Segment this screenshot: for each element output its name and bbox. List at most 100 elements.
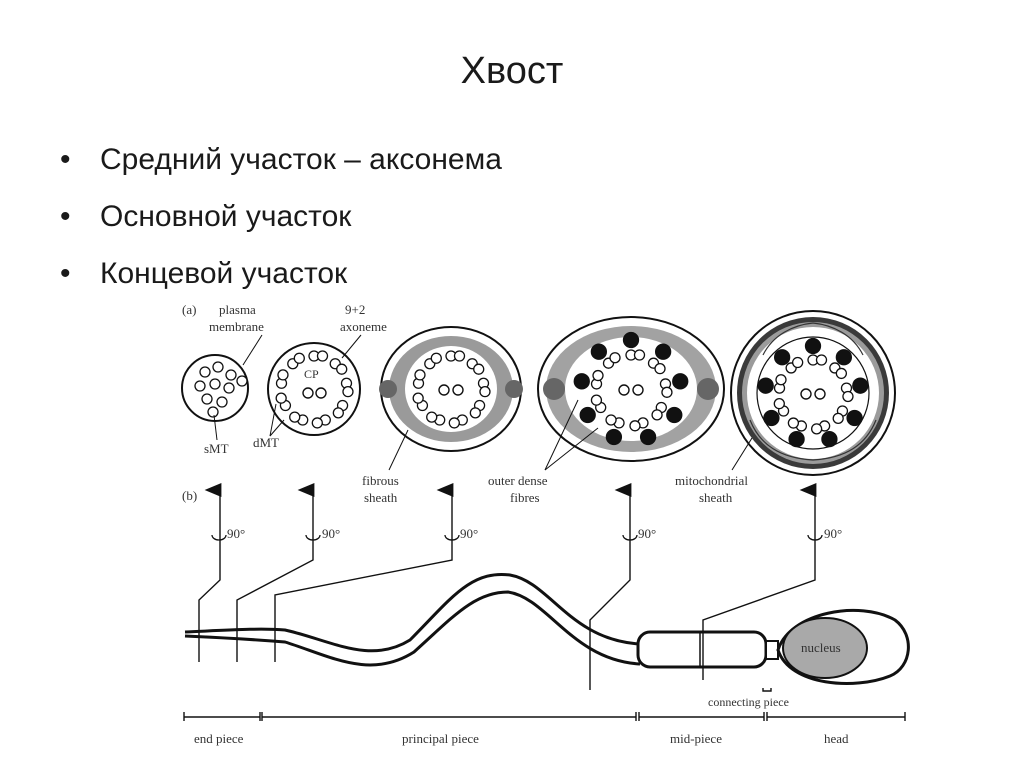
label-membrane: membrane bbox=[209, 319, 264, 334]
label-outer-dense: outer dense bbox=[488, 473, 548, 488]
dense-fibre bbox=[788, 430, 805, 448]
segment-mid-piece: mid-piece bbox=[670, 731, 722, 746]
label-fibrous: fibrous bbox=[362, 473, 399, 488]
dense-fibre bbox=[852, 377, 869, 394]
bullet-list: •Средний участок – аксонема •Основной уч… bbox=[60, 140, 502, 311]
microtubule bbox=[609, 352, 621, 364]
segment-head: head bbox=[824, 731, 849, 746]
microtubule bbox=[342, 385, 354, 398]
rotate-90-icon: 90° bbox=[305, 526, 340, 541]
singlet-microtubules bbox=[194, 361, 248, 418]
cross-section-fibrous-sheath bbox=[379, 326, 523, 452]
dense-fibre bbox=[821, 430, 838, 448]
microtubule bbox=[590, 394, 603, 406]
microtubule bbox=[199, 366, 211, 378]
dense-fibre bbox=[605, 428, 623, 446]
microtubule bbox=[236, 375, 248, 387]
microtubule bbox=[336, 363, 348, 375]
microtubule bbox=[479, 385, 491, 398]
rotation-label: 90° bbox=[638, 526, 656, 541]
nucleus-label: nucleus bbox=[801, 640, 841, 655]
microtubule bbox=[453, 350, 466, 362]
microtubule bbox=[605, 414, 617, 426]
dense-fibre bbox=[804, 337, 822, 355]
panel-a-label: (a) bbox=[182, 302, 196, 317]
dense-fibre bbox=[579, 406, 596, 424]
bullet-item: •Концевой участок bbox=[60, 254, 502, 311]
cross-section-outer-dense-fibres bbox=[537, 316, 725, 462]
microtubule bbox=[473, 363, 485, 375]
rotation-label: 90° bbox=[824, 526, 842, 541]
axoneme-with-dense-fibres bbox=[573, 331, 689, 446]
label-mitochondrial: mitochondrial bbox=[675, 473, 748, 488]
microtubule bbox=[448, 417, 460, 429]
label-dmt: dMT bbox=[253, 435, 279, 450]
microtubule bbox=[225, 369, 237, 381]
microtubule bbox=[207, 406, 219, 418]
dense-fibre bbox=[835, 349, 853, 366]
microtubule bbox=[661, 386, 673, 398]
microtubule bbox=[654, 363, 666, 375]
microtubule bbox=[316, 350, 329, 362]
dense-fibre bbox=[622, 331, 640, 349]
bullet-item: •Основной участок bbox=[60, 197, 502, 254]
microtubule bbox=[293, 352, 305, 364]
microtubule bbox=[216, 396, 228, 408]
rotation-indicators: 90° 90° 90° 90° 90° bbox=[211, 526, 842, 541]
label-smt: sMT bbox=[204, 441, 229, 456]
dense-fibre bbox=[763, 409, 780, 427]
microtubule bbox=[209, 378, 221, 390]
axoneme-ring bbox=[412, 350, 491, 429]
panel-b-label: (b) bbox=[182, 488, 197, 503]
bullet-item: •Средний участок – аксонема bbox=[60, 140, 502, 197]
dense-fibre bbox=[639, 428, 657, 446]
dense-fibre bbox=[846, 409, 863, 427]
microtubule bbox=[194, 380, 206, 392]
dense-fibre bbox=[672, 373, 689, 390]
segment-scale-bar: end piece principal piece mid-piece head bbox=[183, 712, 906, 746]
label-axoneme: axoneme bbox=[340, 319, 387, 334]
microtubule bbox=[775, 374, 787, 386]
rotation-label: 90° bbox=[227, 526, 245, 541]
rotate-90-icon: 90° bbox=[211, 526, 245, 541]
dense-fibre bbox=[573, 373, 590, 390]
microtubule bbox=[311, 417, 323, 429]
cross-section-mitochondrial-sheath bbox=[730, 310, 896, 476]
microtubule bbox=[835, 367, 848, 380]
bullet-dot-icon: • bbox=[60, 200, 71, 233]
microtubule bbox=[430, 352, 442, 364]
segment-principal-piece: principal piece bbox=[402, 731, 479, 746]
microtubule bbox=[469, 407, 481, 419]
microtubule bbox=[223, 382, 235, 394]
rotation-label: 90° bbox=[322, 526, 340, 541]
bullet-dot-icon: • bbox=[60, 143, 71, 176]
microtubule bbox=[414, 369, 426, 381]
microtubule bbox=[275, 392, 287, 404]
label-9plus2: 9+2 bbox=[345, 302, 365, 317]
dense-fibre bbox=[654, 343, 672, 360]
bullet-dot-icon: • bbox=[60, 257, 71, 290]
microtubule bbox=[332, 407, 344, 419]
section-arrows bbox=[198, 483, 817, 690]
microtubule bbox=[277, 369, 289, 381]
axoneme-in-midpiece bbox=[757, 337, 869, 448]
segment-end-piece: end piece bbox=[194, 731, 244, 746]
label-sheath: sheath bbox=[364, 490, 398, 505]
microtubule bbox=[201, 393, 213, 405]
cross-section-axoneme: CP bbox=[267, 342, 361, 436]
label-fibres: fibres bbox=[510, 490, 540, 505]
microtubule bbox=[787, 417, 800, 429]
microtubule bbox=[633, 349, 646, 361]
microtubule bbox=[289, 411, 301, 423]
microtubule bbox=[592, 369, 604, 382]
slide-title: Хвост bbox=[460, 50, 564, 92]
doublet-microtubules bbox=[275, 350, 354, 429]
dense-fibre bbox=[773, 349, 791, 366]
microtubule bbox=[426, 411, 438, 423]
rotate-90-icon: 90° bbox=[622, 526, 656, 541]
microtubule bbox=[412, 392, 424, 404]
cross-section-end-piece bbox=[181, 354, 249, 422]
microtubule bbox=[773, 397, 785, 410]
connecting-piece-label: connecting piece bbox=[708, 695, 789, 709]
